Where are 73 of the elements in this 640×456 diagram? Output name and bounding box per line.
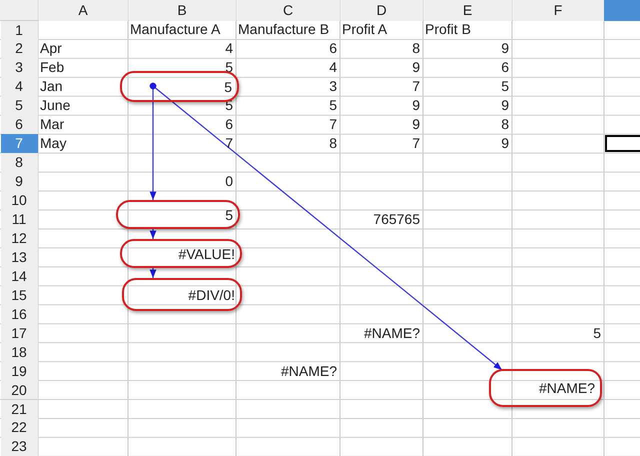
circled-cell: 5 xyxy=(120,71,239,102)
circled-cell: #NAME? xyxy=(489,369,602,407)
row-header: 5 xyxy=(0,96,38,116)
column-header: F xyxy=(512,0,604,20)
cell-value: 8 xyxy=(329,134,337,154)
row-header: 4 xyxy=(0,77,38,96)
cell-value: Profit A xyxy=(342,20,388,40)
row-header: 17 xyxy=(0,324,38,343)
cell-value: 5 xyxy=(501,77,509,96)
cell-value: Feb xyxy=(40,58,64,78)
cell-value: May xyxy=(40,134,66,154)
circled-cell: 5 xyxy=(116,200,240,229)
cell-value: 7 xyxy=(329,115,337,134)
cell-value: 8 xyxy=(501,115,509,134)
row-header: 11 xyxy=(0,210,38,229)
cell-value: 6 xyxy=(501,58,509,78)
cell-value: June xyxy=(40,96,70,116)
cell-value: 5 xyxy=(329,96,337,116)
row-header: 16 xyxy=(0,304,38,324)
column-header: A xyxy=(38,0,128,20)
row-header: 22 xyxy=(0,418,38,438)
cell-value: Manufacture A xyxy=(130,20,220,40)
trace-arrow xyxy=(150,82,502,370)
row-header: 3 xyxy=(0,58,38,78)
trace-arrow xyxy=(150,268,156,278)
column-header: D xyxy=(340,0,422,20)
cell-value: 3 xyxy=(329,77,337,96)
cell-value: 765765 xyxy=(373,210,420,229)
row-header: 14 xyxy=(0,266,38,286)
row-header: 9 xyxy=(0,172,38,192)
cell-value: 4 xyxy=(329,58,337,78)
cell-value: #NAME? xyxy=(364,324,420,343)
row-header: 6 xyxy=(0,115,38,134)
row-header: 1 xyxy=(0,20,38,40)
row-header: 2 xyxy=(0,39,38,58)
cell-value: 9 xyxy=(412,115,420,134)
cell-value: 0 xyxy=(225,172,233,192)
cell-value: 5 xyxy=(593,324,601,343)
column-header: E xyxy=(424,0,512,20)
cell-value: 8 xyxy=(412,39,420,58)
cell-value: Jan xyxy=(40,77,63,96)
cell-value: 9 xyxy=(501,96,509,116)
cell-value: 6 xyxy=(225,115,233,134)
cell-value: 9 xyxy=(412,58,420,78)
cell-value: Profit B xyxy=(425,20,471,40)
trace-arrow xyxy=(150,229,156,239)
row-header: 7 xyxy=(0,134,38,154)
row-header: 13 xyxy=(0,248,38,267)
circled-cell: #VALUE! xyxy=(120,239,242,268)
row-header: 12 xyxy=(0,228,38,248)
row-header: 8 xyxy=(0,153,38,172)
cell-value: Apr xyxy=(40,39,62,58)
row-header: 23 xyxy=(0,437,38,456)
circled-cell: #DIV/0! xyxy=(122,278,242,311)
cell-value: Manufacture B xyxy=(238,20,330,40)
column-header: C xyxy=(236,0,340,20)
row-header: 10 xyxy=(0,191,38,210)
row-header: 21 xyxy=(0,400,38,418)
cell-value: 9 xyxy=(412,96,420,116)
row-header: 19 xyxy=(0,362,38,381)
column-header: B xyxy=(128,0,236,20)
cell-value: 7 xyxy=(412,134,420,154)
cell-value: 6 xyxy=(329,39,337,58)
cell-value: 9 xyxy=(501,39,509,58)
cell-value: #NAME? xyxy=(280,362,337,381)
row-header: 15 xyxy=(0,286,38,305)
cell-value: Mar xyxy=(40,115,64,134)
cell-value: 4 xyxy=(225,39,233,58)
row-header: 20 xyxy=(0,380,38,400)
cell-value: 7 xyxy=(412,77,420,96)
cell-value: 9 xyxy=(501,134,509,154)
cell-value: 7 xyxy=(225,134,233,154)
row-header: 18 xyxy=(0,342,38,362)
